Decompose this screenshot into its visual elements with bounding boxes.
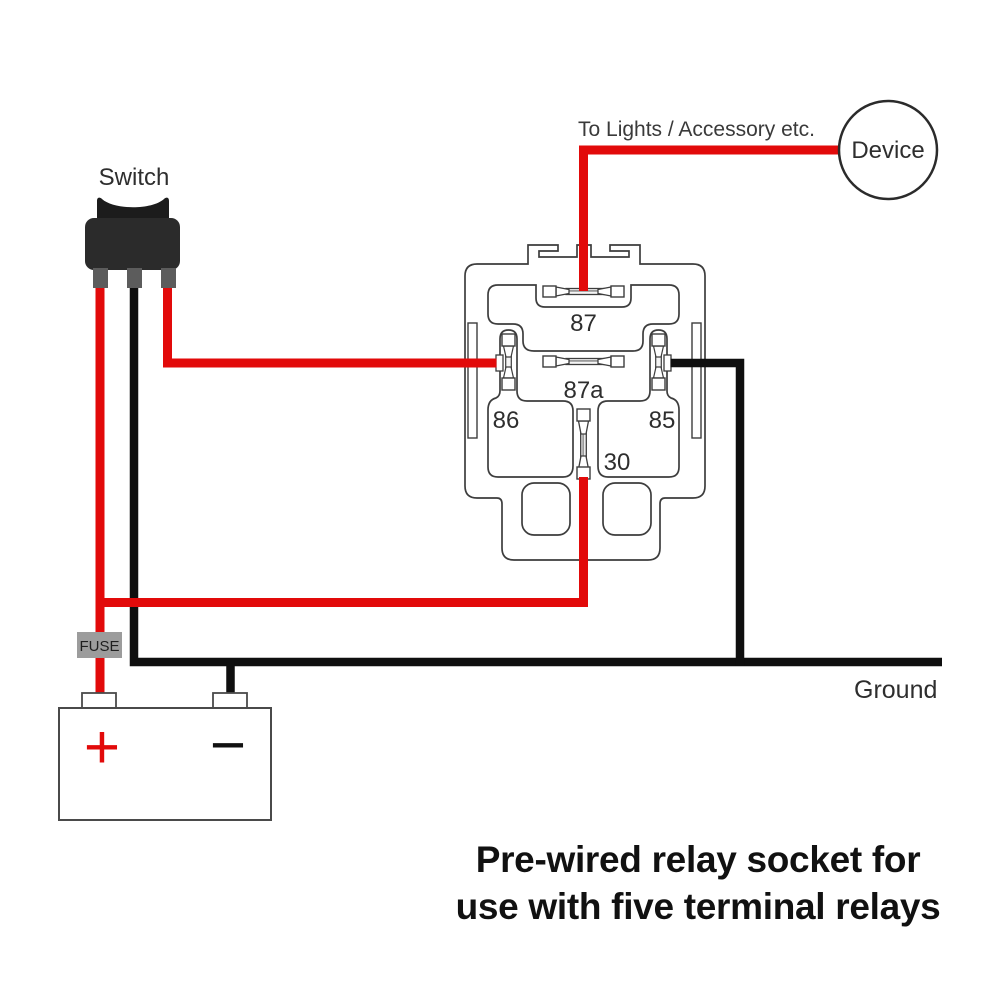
terminal-86-label: 86 <box>493 407 520 434</box>
terminal-85-contact <box>651 333 672 391</box>
battery-negative-sign: − <box>210 711 246 780</box>
caption-line-1: Pre-wired relay socket for <box>476 839 921 880</box>
hot-wires <box>95 145 841 695</box>
terminal-86-lug <box>495 354 504 372</box>
battery-body <box>58 707 272 821</box>
battery-positive-sign: + <box>84 713 120 782</box>
caption: Pre-wired relay socket for use with five… <box>456 839 941 927</box>
switch-to-ground-wire <box>129 285 942 667</box>
device-circle <box>837 99 939 201</box>
device-node: Device <box>837 99 939 201</box>
terminal-30-contact <box>576 408 591 480</box>
fuse: FUSE <box>77 632 122 658</box>
terminal-87-contact <box>542 285 625 298</box>
terminal-87-label: 87 <box>570 310 597 337</box>
relay-socket: 87 87a 86 85 30 <box>464 244 706 561</box>
switch-pin-left <box>93 268 108 288</box>
device-to-87-wire <box>579 145 841 291</box>
switch: Switch <box>85 164 180 288</box>
switch-pin-right <box>161 268 176 288</box>
relay-upper-cavity <box>487 284 680 352</box>
fuse-body <box>77 632 122 658</box>
battery-terminal-positive-post <box>81 692 117 709</box>
terminal-86-contact <box>495 333 516 391</box>
relay-left-notch <box>467 322 478 439</box>
ground-label: Ground <box>854 676 937 704</box>
relay-right-notch <box>691 322 702 439</box>
terminal-85-label: 85 <box>649 407 676 434</box>
fuse-label: FUSE <box>79 638 119 655</box>
device-label: Device <box>851 137 924 164</box>
caption-line-2: use with five terminal relays <box>456 886 941 927</box>
to-lights-label: To Lights / Accessory etc. <box>578 118 815 141</box>
switch-body <box>85 218 180 270</box>
ground-wires <box>129 285 942 694</box>
terminal-30-feed-wire <box>95 477 588 607</box>
switch-to-86-wire <box>163 285 497 368</box>
relay-bottom-square-right <box>602 482 652 536</box>
terminal-85-lug <box>663 354 672 372</box>
switch-rocker <box>97 197 169 224</box>
terminal-87a-label: 87a <box>563 377 604 404</box>
switch-label: Switch <box>99 164 170 191</box>
terminal-85-ground-wire <box>670 358 745 666</box>
battery-terminal-negative-post <box>212 692 248 709</box>
switch-pin-middle <box>127 268 142 288</box>
terminal-87a-contact <box>542 355 625 368</box>
battery: + − <box>58 692 272 821</box>
terminal-30-label: 30 <box>604 449 631 476</box>
relay-bottom-square-left <box>521 482 571 536</box>
